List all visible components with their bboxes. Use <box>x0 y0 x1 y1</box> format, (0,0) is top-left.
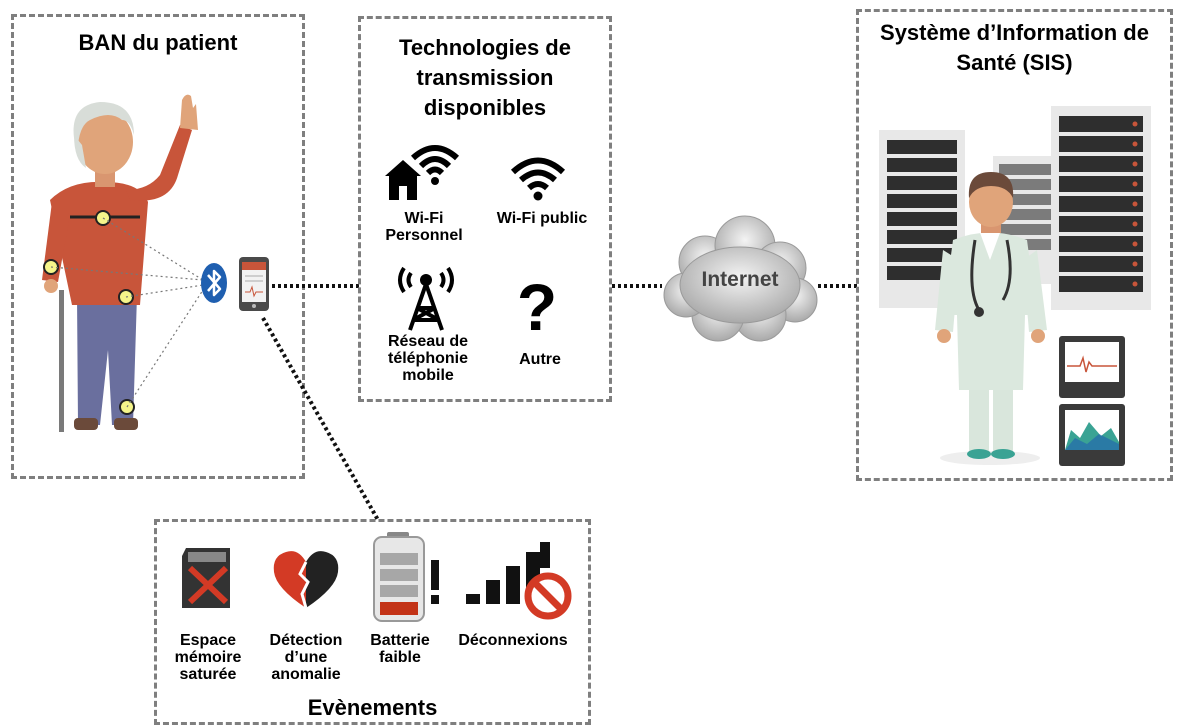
events-title: Evènements <box>307 695 438 720</box>
sis-panel <box>856 9 1173 481</box>
servers-and-doctor-illustration <box>879 106 1151 466</box>
cell-tower-icon <box>398 266 454 331</box>
tech-label-wifi-public: Wi-Fi public <box>496 210 588 227</box>
events-panel <box>154 519 591 725</box>
no-signal-icon <box>466 542 572 620</box>
bluetooth-icon <box>201 263 227 303</box>
cloud-icon <box>663 215 818 342</box>
internet-label: Internet <box>701 268 779 291</box>
question-mark-icon: ? <box>516 270 558 344</box>
tech-label-mobile: Réseau de téléphonie mobile <box>387 333 469 384</box>
event-label-disconnect: Déconnexions <box>458 632 568 649</box>
tech-label-autre: Autre <box>519 351 561 368</box>
event-label-anomaly: Détection d’une anomalie <box>269 632 343 683</box>
event-label-memory: Espace mémoire saturée <box>174 632 242 683</box>
ban-panel <box>11 14 305 479</box>
ban-title: BAN du patient <box>78 30 238 55</box>
low-battery-icon <box>373 532 439 622</box>
sis-title: Système d’Information de Santé (SIS) <box>880 20 1149 75</box>
tech-title: Technologies de transmission disponibles <box>399 35 571 120</box>
event-label-battery: Batterie faible <box>370 632 430 666</box>
home-wifi-icon <box>385 145 460 200</box>
smartphone-icon <box>239 257 269 311</box>
full-memory-card-icon <box>182 548 230 608</box>
tech-label-wifi-personnel: Wi-Fi Personnel <box>385 210 463 244</box>
broken-heart-icon <box>273 551 339 609</box>
tech-panel <box>358 16 612 402</box>
wifi-icon <box>510 157 566 201</box>
patient-illustration <box>42 94 204 432</box>
